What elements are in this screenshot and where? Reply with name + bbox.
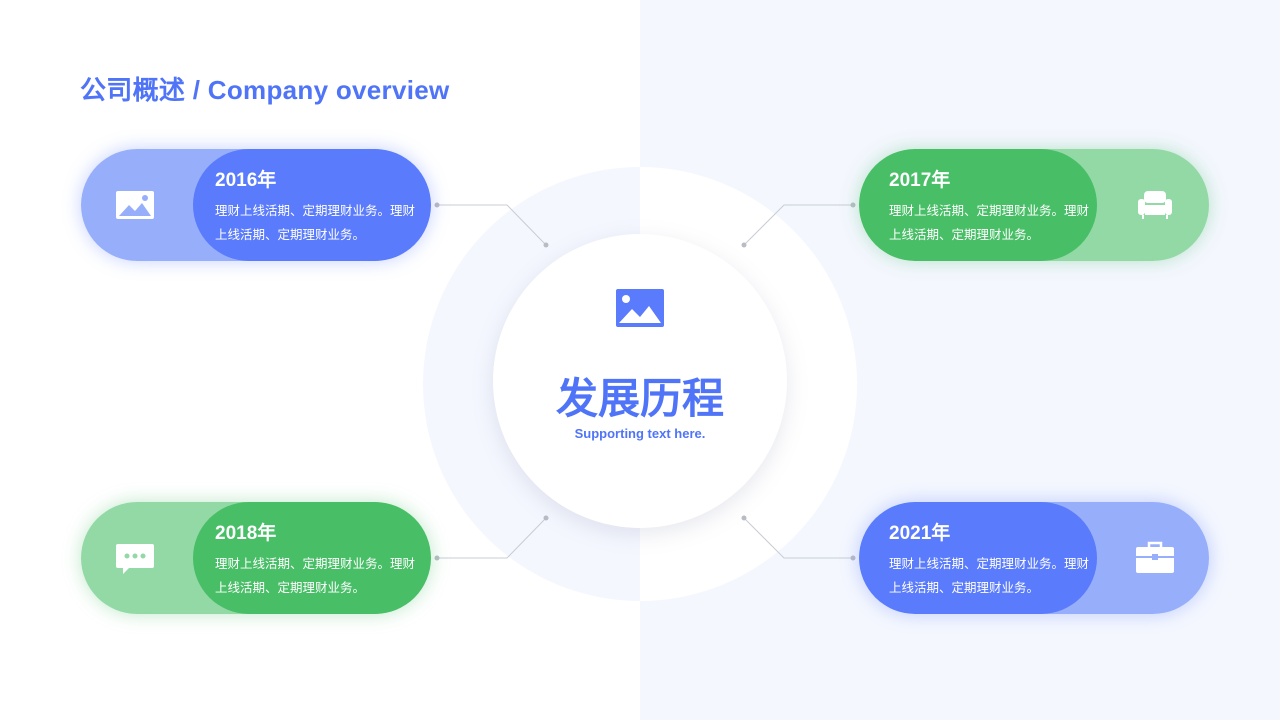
center-title: 发展历程 <box>555 374 724 423</box>
milestone-year: 2021年 <box>889 523 951 544</box>
image-icon <box>616 289 664 327</box>
milestone-text: 理财上线活期、定期理财业务。理财上线活期、定期理财业务。 <box>889 203 1090 242</box>
milestone-year: 2016年 <box>215 170 277 191</box>
image-icon <box>116 191 154 219</box>
briefcase-icon <box>1136 541 1174 573</box>
milestone-card-2017: 2017年 理财上线活期、定期理财业务。理财上线活期、定期理财业务。 <box>859 149 1209 261</box>
chat-icon <box>116 544 154 574</box>
milestone-year: 2017年 <box>889 170 951 191</box>
sofa-icon <box>1138 191 1172 219</box>
center-subtitle: Supporting text here. <box>574 426 706 441</box>
center-circle <box>493 234 787 528</box>
milestone-card-2018: 2018年 理财上线活期、定期理财业务。理财上线活期、定期理财业务。 <box>81 502 431 614</box>
milestone-text: 理财上线活期、定期理财业务。理财上线活期、定期理财业务。 <box>215 556 416 595</box>
milestone-text: 理财上线活期、定期理财业务。理财上线活期、定期理财业务。 <box>889 556 1090 595</box>
milestone-card-2016: 2016年 理财上线活期、定期理财业务。理财上线活期、定期理财业务。 <box>81 149 431 261</box>
milestone-text: 理财上线活期、定期理财业务。理财上线活期、定期理财业务。 <box>215 203 416 242</box>
milestone-year: 2018年 <box>215 523 277 544</box>
page-title: 公司概述 / Company overview <box>80 75 450 105</box>
milestone-card-2021: 2021年 理财上线活期、定期理财业务。理财上线活期、定期理财业务。 <box>859 502 1209 614</box>
